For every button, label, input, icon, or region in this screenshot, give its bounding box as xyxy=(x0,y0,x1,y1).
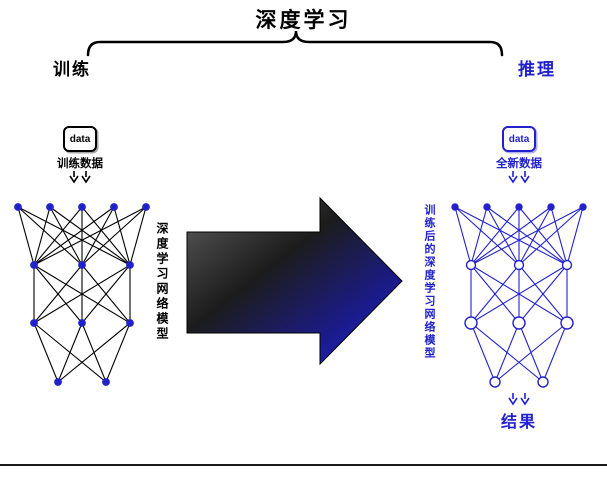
training-data-icon: data xyxy=(63,126,97,152)
down-arrows-icon xyxy=(508,393,530,406)
result-label: 结果 xyxy=(500,414,537,431)
training-data-label: 训练数据 xyxy=(57,158,103,170)
new-data-icon-label: data xyxy=(508,133,530,145)
brace-icon xyxy=(86,30,504,57)
inference-heading: 推理 xyxy=(518,60,556,79)
neural-network-untrained xyxy=(14,203,150,386)
diagram-title: 深度学习 xyxy=(255,9,352,32)
new-data-label: 全新数据 xyxy=(496,158,542,170)
trained-network-model-label: 训练后的深度学习网络模型 xyxy=(423,204,435,360)
down-arrows-icon xyxy=(69,171,91,184)
training-data-icon-label: data xyxy=(69,133,91,145)
training-heading: 训练 xyxy=(53,60,91,79)
right-arrow-icon xyxy=(186,196,403,366)
bottom-divider xyxy=(0,464,607,466)
new-data-icon: data xyxy=(502,126,536,152)
down-arrows-icon xyxy=(508,171,530,184)
neural-network-trained xyxy=(451,203,587,388)
network-model-label: 深度学习网络模型 xyxy=(155,222,169,342)
